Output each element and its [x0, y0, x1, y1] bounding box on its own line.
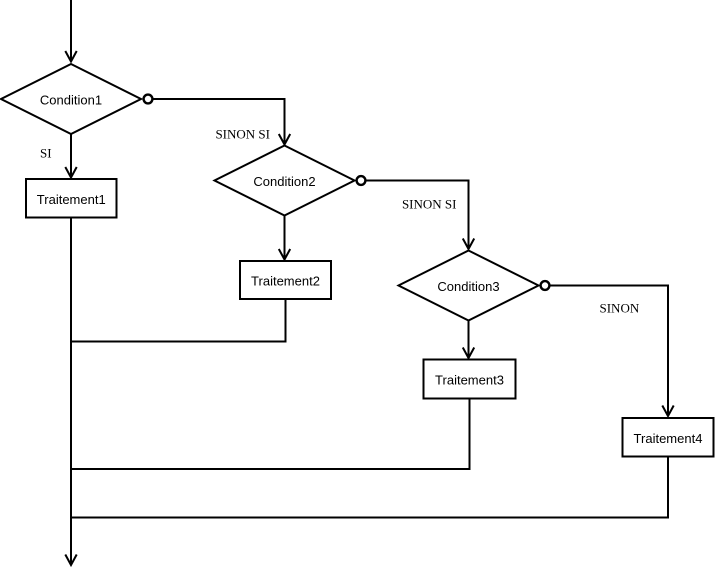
svg-text:Traitement2: Traitement2 — [251, 274, 320, 289]
svg-text:Condition3: Condition3 — [437, 279, 499, 294]
svg-text:SINON SI: SINON SI — [402, 197, 457, 212]
svg-text:SINON SI: SINON SI — [215, 127, 270, 142]
svg-text:Condition2: Condition2 — [253, 174, 315, 189]
svg-text:SI: SI — [40, 146, 52, 161]
svg-text:Traitement4: Traitement4 — [634, 431, 703, 446]
svg-text:Condition1: Condition1 — [40, 93, 102, 108]
svg-text:Traitement1: Traitement1 — [37, 192, 106, 207]
svg-text:SINON: SINON — [600, 301, 640, 316]
svg-text:Traitement3: Traitement3 — [435, 373, 504, 388]
